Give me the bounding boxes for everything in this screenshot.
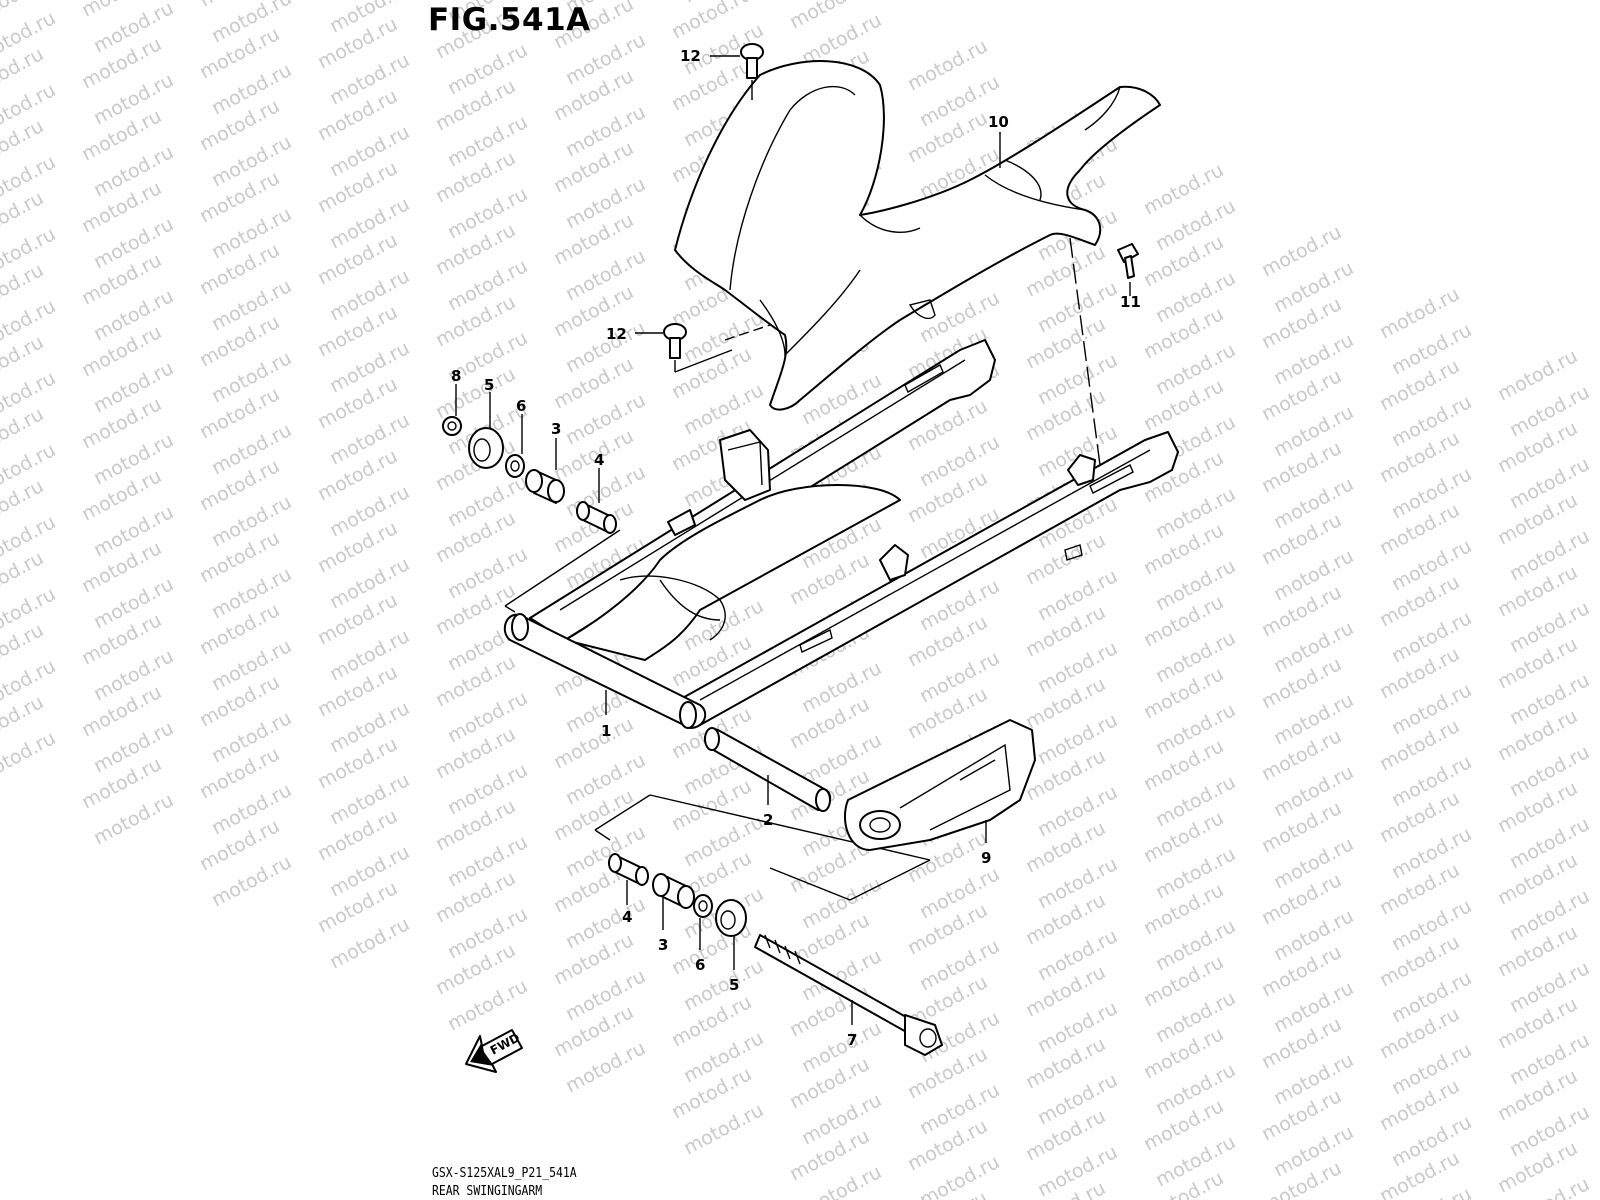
figure-name: REAR SWINGINGARM (432, 1184, 543, 1199)
alignment-lines (504, 237, 1101, 901)
lower-pivot-hardware (608, 853, 747, 937)
callout-label: 12 (680, 47, 701, 65)
chain-buffer (844, 719, 1036, 851)
callout-labels: 12 10 11 12 8 5 6 3 4 1 2 9 4 3 6 5 7 (451, 47, 1141, 1049)
callout-label: 4 (594, 451, 604, 469)
figure-title: FIG.541A (428, 2, 591, 38)
callout-label: 5 (484, 376, 494, 394)
callout-label: 4 (622, 908, 632, 926)
rear-fender-hugger (674, 60, 1161, 411)
swingarm (503, 339, 1179, 729)
callout-label: 6 (516, 397, 526, 415)
callout-label: 6 (695, 956, 705, 974)
upper-pivot-hardware (442, 416, 617, 534)
forward-arrow-icon: FWD (465, 1029, 523, 1073)
callout-label: 3 (658, 936, 668, 954)
callout-label: 7 (847, 1031, 857, 1049)
callout-label: 12 (606, 325, 627, 343)
callout-label: 11 (1120, 293, 1141, 311)
figure-code: GSX-S125XAL9_P21_541A (432, 1166, 577, 1181)
callout-label: 10 (988, 113, 1009, 131)
callout-label: 5 (729, 976, 739, 994)
callout-label: 2 (763, 811, 773, 829)
fasteners (663, 43, 1139, 359)
callout-label: 8 (451, 367, 461, 385)
pivot-bolt (754, 934, 943, 1056)
callout-label: 3 (551, 420, 561, 438)
pivot-collar (703, 727, 832, 812)
callout-label: 9 (981, 849, 991, 867)
callout-label: 1 (601, 722, 611, 740)
leader-lines (455, 55, 1131, 1025)
